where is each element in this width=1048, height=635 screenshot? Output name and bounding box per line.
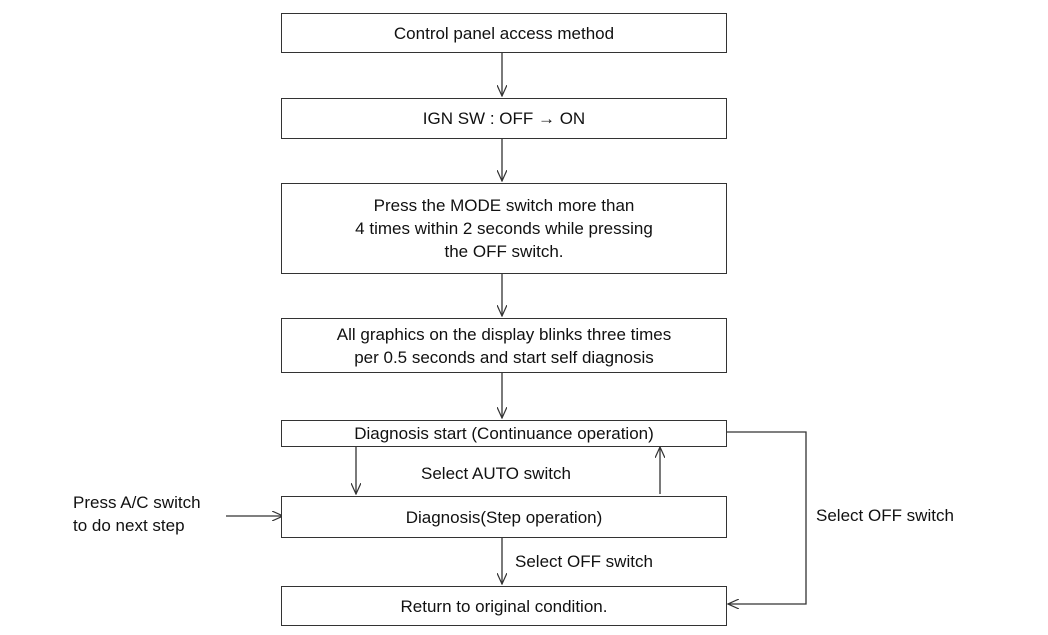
label-select-off-center: Select OFF switch	[515, 552, 653, 571]
step-ign-switch-text: IGN SW : OFF → ON	[422, 109, 586, 128]
label-press-ac: Press A/C switch to do next step	[73, 491, 201, 537]
step-press-mode-line-1: Press the MODE switch more than	[373, 196, 635, 215]
step-access-method: Control panel access method	[281, 13, 727, 53]
step-ign-switch: IGN SW : OFF → ON	[281, 98, 727, 139]
step-diagnosis-step: Diagnosis(Step operation)	[281, 496, 727, 538]
step-press-mode-line-2: 4 times within 2 seconds while pressing	[355, 219, 653, 238]
step-diagnosis-start-text: Diagnosis start (Continuance operation)	[354, 424, 654, 443]
label-select-auto: Select AUTO switch	[421, 464, 571, 483]
step-blink-line-2: per 0.5 seconds and start self diagnosis	[354, 347, 654, 367]
step-return-original-text: Return to original condition.	[400, 596, 608, 616]
step-blink-display: All graphics on the display blinks three…	[281, 318, 727, 373]
label-press-ac-line-2: to do next step	[73, 516, 185, 535]
label-press-ac-line-1: Press A/C switch	[73, 493, 201, 512]
step-blink-line-1: All graphics on the display blinks three…	[336, 324, 672, 344]
step-press-mode-line-3: the OFF switch.	[444, 242, 564, 261]
step-return-original: Return to original condition.	[281, 586, 727, 626]
step-press-mode: Press the MODE switch more than 4 times …	[281, 183, 727, 274]
step-diagnosis-step-text: Diagnosis(Step operation)	[405, 507, 603, 527]
step-access-method-text: Control panel access method	[393, 23, 615, 43]
arrow-start-to-return-off	[727, 431, 807, 604]
step-diagnosis-start: Diagnosis start (Continuance operation)	[281, 420, 727, 447]
label-select-off-right: Select OFF switch	[816, 506, 954, 525]
